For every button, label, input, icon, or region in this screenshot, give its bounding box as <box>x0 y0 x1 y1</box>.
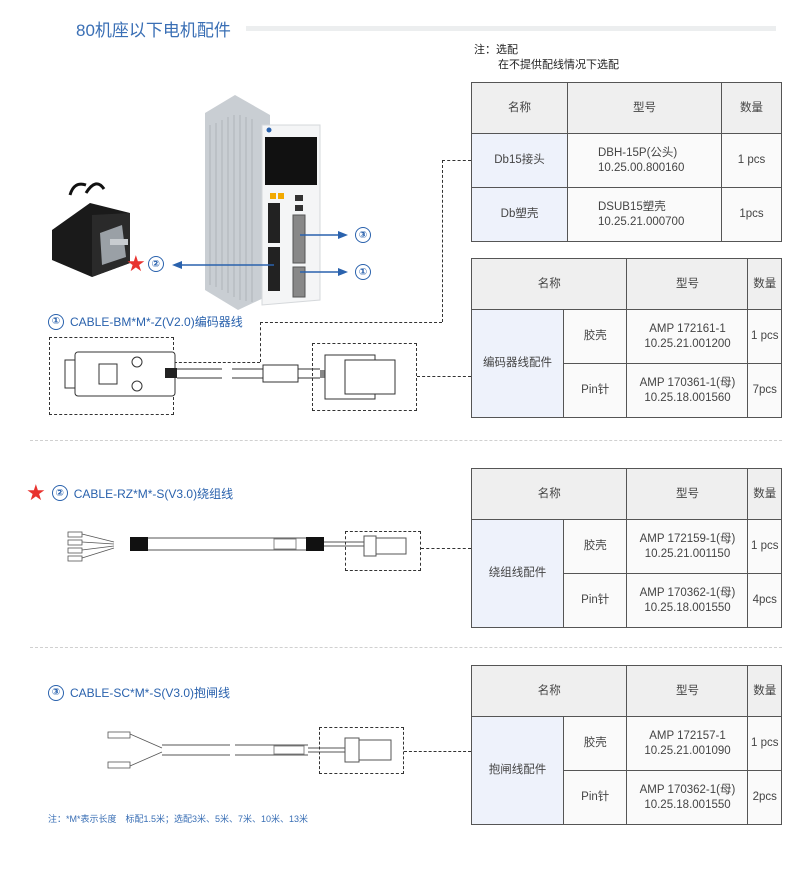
header-model: 型号 <box>567 82 722 134</box>
page-title: 80机座以下电机配件 <box>76 21 231 40</box>
arrow-to-motor <box>172 261 274 269</box>
winding-parts-table: 名称 型号 数量 绕组线配件 胶壳 AMP 172159-1(母)10.25.2… <box>470 468 782 628</box>
header-model: 型号 <box>626 665 749 717</box>
servo-drive-image <box>205 95 321 310</box>
section-divider <box>30 440 782 441</box>
part-name: Db15接头 <box>471 133 568 188</box>
header-model: 型号 <box>626 258 749 310</box>
leader-line <box>260 322 261 362</box>
db15-parts-table: 名称 型号 数量 Db15接头 DBH-15P(公头)10.25.00.8001… <box>471 82 782 242</box>
part-type: Pin针 <box>562 573 628 628</box>
label-winding-port: ★ ② <box>126 251 164 276</box>
part-name: Db塑壳 <box>471 187 568 242</box>
leader-line <box>174 362 260 363</box>
cable-name: CABLE-SC*M*-S(V3.0)抱闸线 <box>70 686 231 700</box>
cable-name: CABLE-BM*M*-Z(V2.0)编码器线 <box>70 315 243 329</box>
leader-line <box>442 160 443 322</box>
marker-1: ① <box>355 264 371 280</box>
title-rule <box>246 26 776 31</box>
part-model: AMP 170362-1(母)10.25.18.001550 <box>626 770 749 825</box>
part-qty: 1 pcs <box>721 133 782 188</box>
part-type: 胶壳 <box>562 716 628 771</box>
part-qty: 1 pcs <box>747 309 782 364</box>
table-row: 绕组线配件 胶壳 AMP 172159-1(母)10.25.21.001150 … <box>471 519 782 628</box>
star-icon: ★ <box>26 480 46 505</box>
leader-line <box>442 160 471 161</box>
arrow-encoder-port <box>300 268 348 276</box>
part-model: AMP 172159-1(母)10.25.21.001150 <box>626 519 749 574</box>
product-illustration <box>52 95 348 310</box>
marker-2: ② <box>147 256 164 272</box>
part-model: DBH-15P(公头)10.25.00.800160 <box>567 133 722 188</box>
header-name: 名称 <box>470 665 628 717</box>
header-qty: 数量 <box>747 258 782 310</box>
cable-title-winding: ★ ② CABLE-RZ*M*-S(V3.0)绕组线 <box>26 480 234 505</box>
header-name: 名称 <box>470 468 628 520</box>
leader-line <box>404 751 471 752</box>
table-row: Pin针 AMP 170362-1(母)10.25.18.001550 2pcs <box>472 770 782 825</box>
marker-2: ② <box>51 485 68 501</box>
leader-line <box>421 548 471 549</box>
header-name: 名称 <box>471 82 568 134</box>
label-brake-port: ③ <box>355 227 371 243</box>
servo-motor-image <box>52 182 130 277</box>
marker-3: ③ <box>355 227 371 243</box>
part-qty: 7pcs <box>747 363 782 418</box>
winding-cable-drawing <box>67 531 407 562</box>
star-icon: ★ <box>126 251 146 276</box>
marker-3: ③ <box>48 684 64 701</box>
part-qty: 1 pcs <box>747 716 782 771</box>
brake-connector-box <box>319 727 404 774</box>
leader-line <box>417 376 471 377</box>
part-type: 胶壳 <box>562 309 628 364</box>
winding-connector-box <box>345 531 421 571</box>
part-model: AMP 170362-1(母)10.25.18.001550 <box>626 573 749 628</box>
header-qty: 数量 <box>747 468 782 520</box>
table-row: Pin针 AMP 170362-1(母)10.25.18.001550 4pcs <box>472 573 782 628</box>
part-model: AMP 170361-1(母)10.25.18.001560 <box>626 363 749 418</box>
part-qty: 2pcs <box>747 770 782 825</box>
note-line-2: 在不提供配线情况下选配 <box>498 59 619 71</box>
label-encoder-port: ① <box>355 264 371 280</box>
brake-cable-drawing <box>107 731 392 769</box>
part-type: 胶壳 <box>562 519 628 574</box>
cable-title-encoder: ① CABLE-BM*M*-Z(V2.0)编码器线 <box>48 313 243 330</box>
header-qty: 数量 <box>721 82 782 134</box>
cable-name: CABLE-RZ*M*-S(V3.0)绕组线 <box>73 486 234 501</box>
encoder-connector-box <box>312 343 417 411</box>
note-line-1: 注：选配 <box>474 44 518 56</box>
header-qty: 数量 <box>747 665 782 717</box>
table-row: Pin针 AMP 170361-1(母)10.25.18.001560 7pcs <box>472 363 782 418</box>
arrow-brake-port <box>300 231 348 239</box>
optional-note: 注：选配 在不提供配线情况下选配 <box>474 43 619 73</box>
part-qty: 4pcs <box>747 573 782 628</box>
marker-1: ① <box>48 313 64 330</box>
table-row: Db15接头 DBH-15P(公头)10.25.00.800160 1 pcs <box>471 133 782 188</box>
header-name: 名称 <box>470 258 628 310</box>
group-name: 抱闸线配件 <box>471 716 564 825</box>
header-model: 型号 <box>626 468 749 520</box>
group-name: 编码器线配件 <box>471 309 564 418</box>
section-divider <box>30 647 782 648</box>
part-type: Pin针 <box>562 363 628 418</box>
part-qty: 1 pcs <box>747 519 782 574</box>
cable-title-brake: ③ CABLE-SC*M*-S(V3.0)抱闸线 <box>48 684 230 701</box>
part-type: Pin针 <box>562 770 628 825</box>
leader-line <box>260 322 442 323</box>
encoder-cable-drawing <box>64 351 396 400</box>
group-name: 绕组线配件 <box>471 519 564 628</box>
part-qty: 1pcs <box>721 187 782 242</box>
length-footnote: 注：*M*表示长度 标配1.5米；选配3米、5米、7米、10米、13米 <box>48 814 309 824</box>
